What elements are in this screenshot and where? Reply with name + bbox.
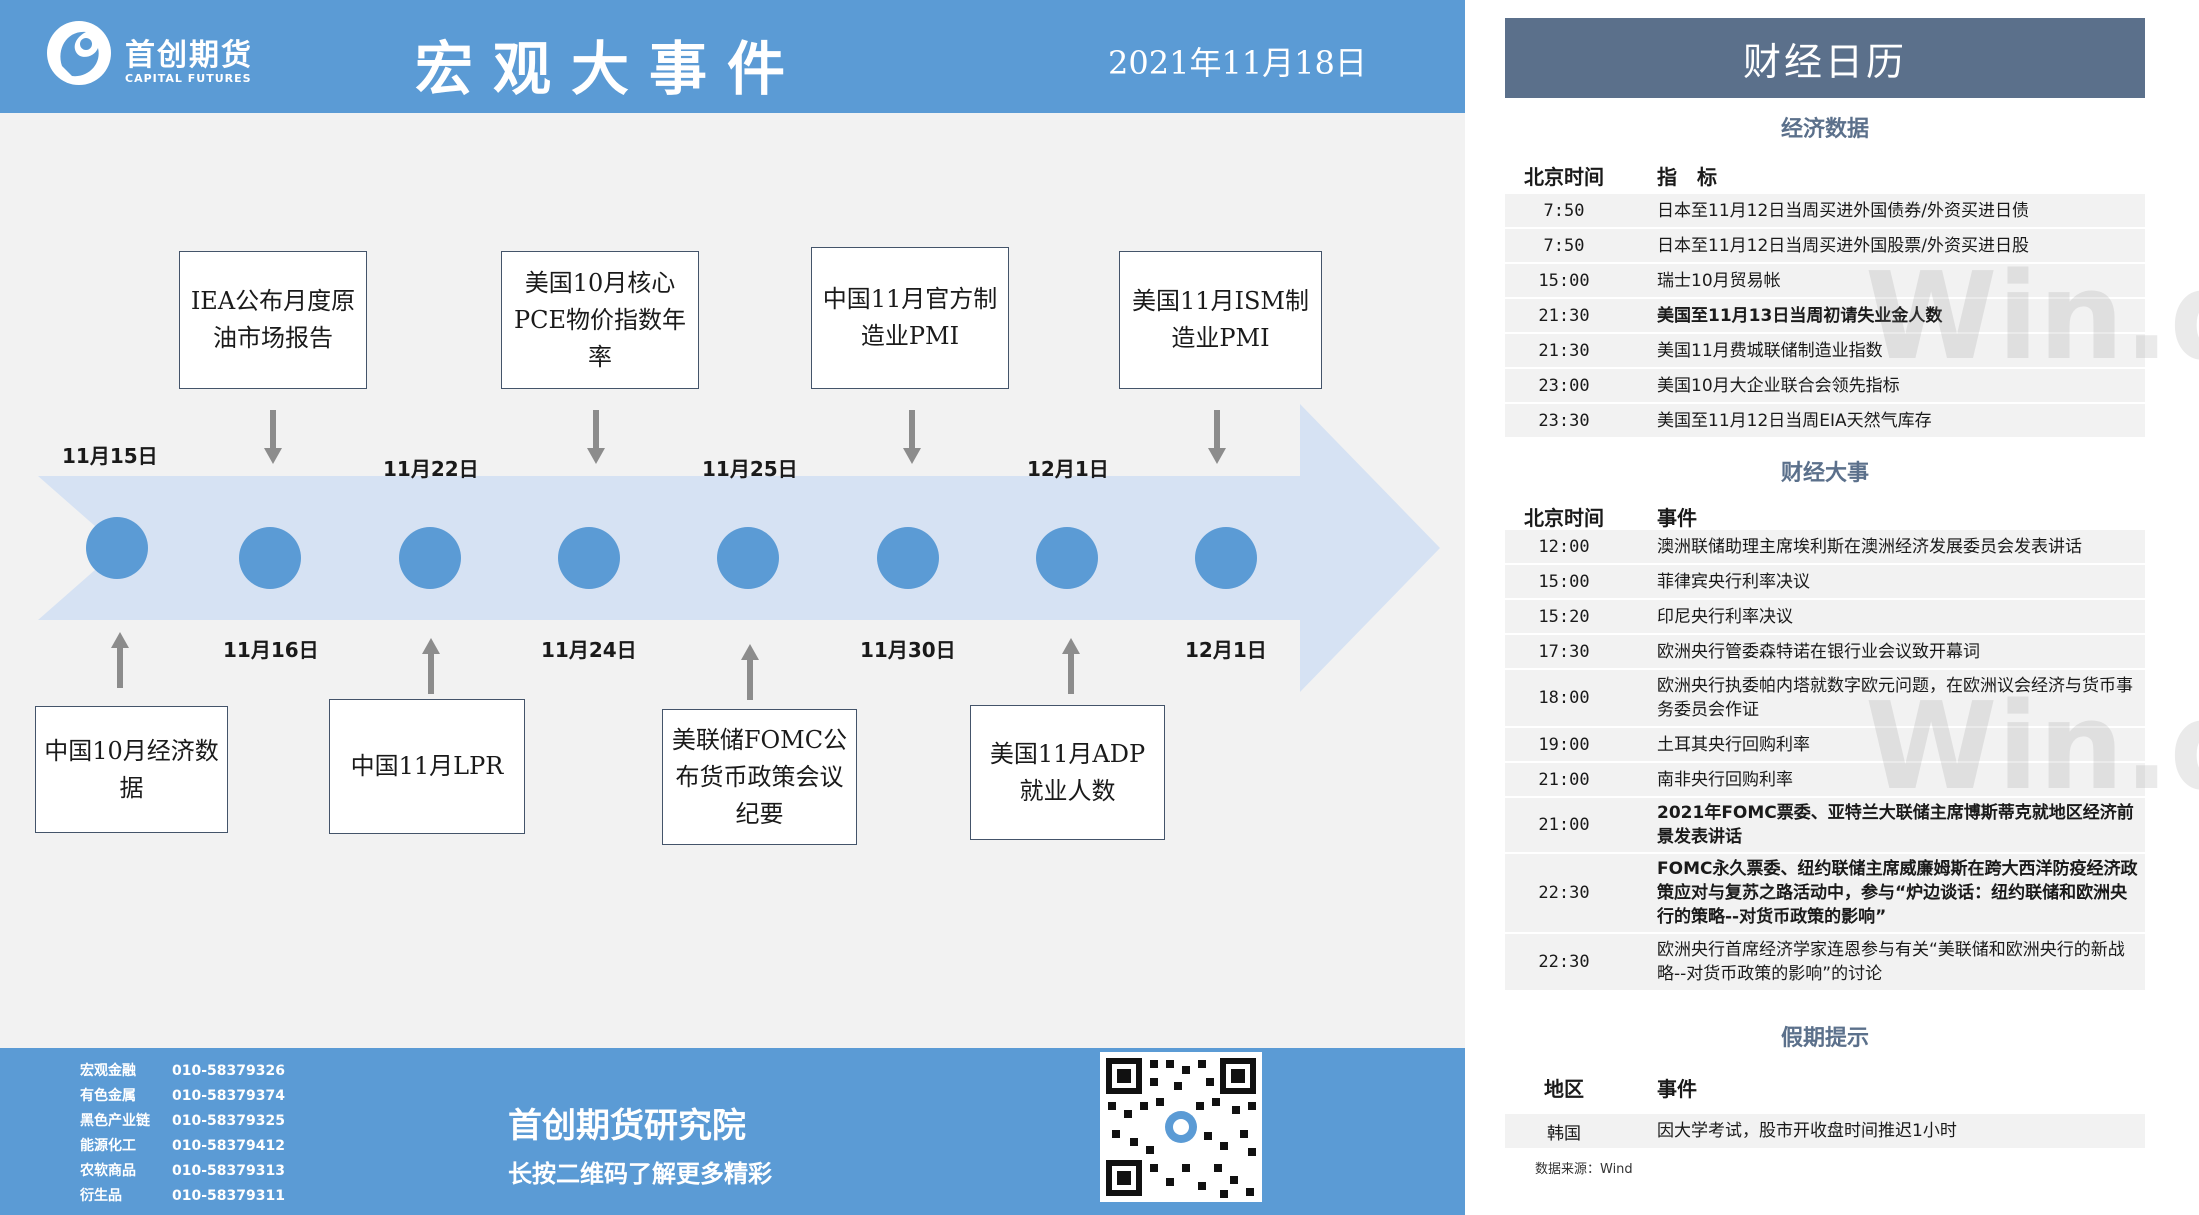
timeline-dot bbox=[877, 527, 939, 589]
date-label: 11月15日 bbox=[62, 444, 158, 468]
brand-name-en: CAPITAL FUTURES bbox=[125, 72, 252, 85]
table-row: 韩国因大学考试，股市开收盘时间推迟1小时 bbox=[1505, 1114, 2145, 1150]
timeline-dot bbox=[1195, 527, 1257, 589]
section-holiday: 假期提示 bbox=[1780, 1026, 1869, 1051]
col-time: 北京时间 bbox=[1524, 505, 1604, 530]
holiday-table: 韩国因大学考试，股市开收盘时间推迟1小时 bbox=[1505, 1114, 2145, 1150]
event-box-china-lpr: 中国11月LPR bbox=[329, 699, 525, 834]
date-label: 11月30日 bbox=[860, 638, 956, 662]
event-box-us-adp: 美国11月ADP就业人数 bbox=[970, 705, 1165, 840]
section-major-events: 财经大事 bbox=[1780, 461, 1869, 486]
report-date: 2021年11月18日 bbox=[1108, 44, 1367, 82]
econ-table-header: 北京时间 指 标 bbox=[1505, 158, 2145, 192]
date-label: 11月25日 bbox=[702, 457, 798, 481]
calendar-title: 财经日历 bbox=[1505, 18, 2145, 98]
up-arrow-icon bbox=[1062, 638, 1080, 694]
timeline-dot bbox=[399, 527, 461, 589]
down-arrow-icon bbox=[264, 410, 282, 464]
date-label: 12月1日 bbox=[1185, 638, 1267, 662]
event-box-china-pmi: 中国11月官方制造业PMI bbox=[811, 247, 1009, 389]
up-arrow-icon bbox=[741, 644, 759, 700]
timeline-dot bbox=[1036, 527, 1098, 589]
slogan: 长按二维码了解更多精彩 bbox=[508, 1160, 772, 1188]
date-label: 11月22日 bbox=[383, 457, 479, 481]
timeline-dot bbox=[239, 527, 301, 589]
event-box-fomc-minutes: 美联储FOMC公布货币政策会议纪要 bbox=[662, 709, 857, 845]
data-source-note: 数据来源：Wind bbox=[1535, 1162, 1633, 1177]
up-arrow-icon bbox=[111, 632, 129, 688]
col-region: 地区 bbox=[1544, 1076, 1584, 1101]
page-title: 宏观大事件 bbox=[415, 35, 806, 103]
col-time: 北京时间 bbox=[1524, 164, 1604, 189]
col-event: 事件 bbox=[1657, 505, 1697, 530]
col-indicator: 指 标 bbox=[1657, 164, 1717, 189]
col-event: 事件 bbox=[1657, 1076, 1697, 1101]
brand-name: 首创期货 bbox=[125, 38, 253, 73]
down-arrow-icon bbox=[1208, 410, 1226, 464]
date-label: 11月16日 bbox=[223, 638, 319, 662]
timeline-dot bbox=[558, 527, 620, 589]
events-table-header: 北京时间 事件 bbox=[1505, 499, 2145, 533]
up-arrow-icon bbox=[422, 638, 440, 694]
down-arrow-icon bbox=[903, 410, 921, 464]
timeline-dot bbox=[86, 517, 148, 579]
event-box-us-pce: 美国10月核心PCE物价指数年率 bbox=[501, 251, 699, 389]
event-box-iea: IEA公布月度原油市场报告 bbox=[179, 251, 367, 389]
section-econ-data: 经济数据 bbox=[1780, 117, 1869, 142]
event-box-us-ism: 美国11月ISM制造业PMI bbox=[1119, 251, 1322, 389]
macro-events-panel: 首创期货 CAPITAL FUTURES 宏观大事件 2021年11月18日 I… bbox=[0, 0, 1465, 1215]
holiday-table-header: 地区 事件 bbox=[1505, 1070, 2145, 1104]
capital-futures-logo bbox=[47, 21, 111, 85]
date-label: 12月1日 bbox=[1027, 457, 1109, 481]
timeline-dot bbox=[717, 527, 779, 589]
institute-name: 首创期货研究院 bbox=[508, 1106, 746, 1146]
date-label: 11月24日 bbox=[541, 638, 637, 662]
down-arrow-icon bbox=[587, 410, 605, 464]
qr-code-icon[interactable] bbox=[1100, 1052, 1262, 1202]
event-box-china-econ: 中国10月经济数据 bbox=[35, 706, 228, 833]
header-bar: 首创期货 CAPITAL FUTURES 宏观大事件 2021年11月18日 bbox=[0, 0, 1465, 113]
